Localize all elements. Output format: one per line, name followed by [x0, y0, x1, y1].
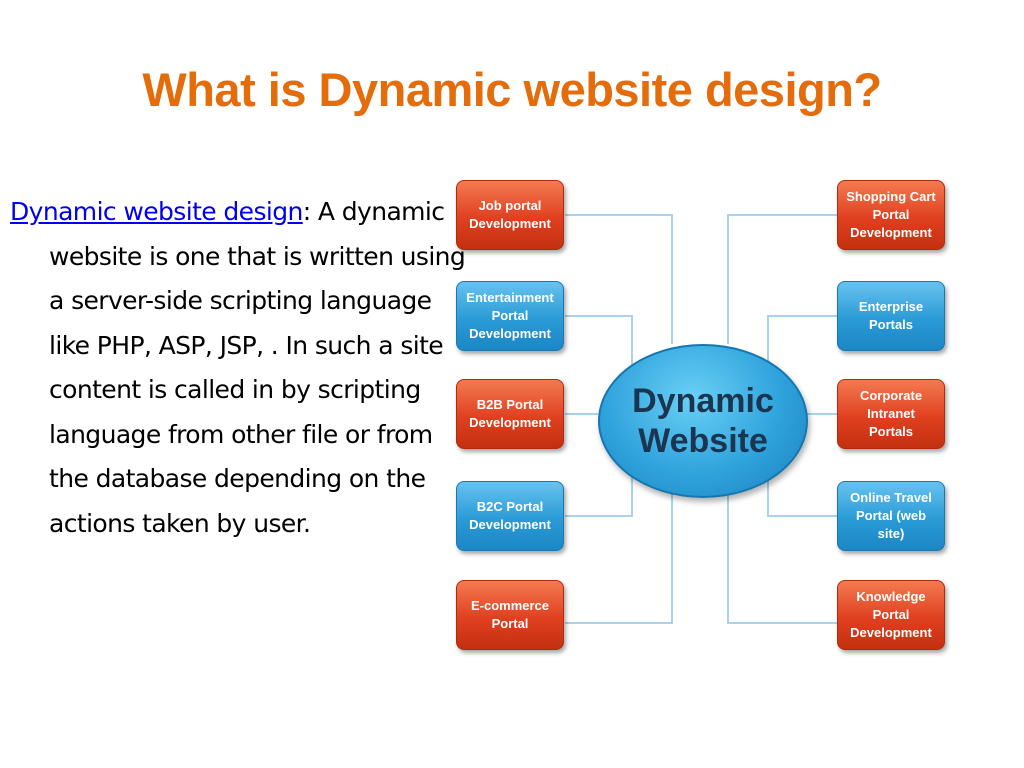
left-branch-4 — [565, 460, 633, 517]
node-enterprise-portals: Enterprise Portals — [837, 281, 945, 351]
dynamic-website-design-link[interactable]: Dynamic website design — [10, 197, 303, 226]
node-knowledge-portal: Knowledge Portal Development — [837, 580, 945, 650]
definition-text: : A dynamic website is one that is writt… — [49, 197, 466, 538]
left-branch-2 — [565, 315, 633, 378]
node-b2c-portal: B2C Portal Development — [456, 481, 564, 551]
node-ecommerce-portal: E-commerce Portal — [456, 580, 564, 650]
right-trunk-line-bottom — [727, 494, 837, 624]
definition-paragraph: Dynamic website design: A dynamic websit… — [10, 190, 479, 546]
node-online-travel-portal: Online Travel Portal (web site) — [837, 481, 945, 551]
hub-dynamic-website: Dynamic Website — [598, 344, 808, 498]
hub-label-line1: Dynamic — [632, 382, 774, 420]
node-b2b-portal: B2B Portal Development — [456, 379, 564, 449]
node-corporate-intranet: Corporate Intranet Portals — [837, 379, 945, 449]
right-trunk-line — [727, 214, 837, 344]
dynamic-website-diagram: Job portal Development Entertainment Por… — [440, 168, 970, 668]
node-job-portal: Job portal Development — [456, 180, 564, 250]
hub-label-line2: Website — [638, 422, 768, 460]
node-entertainment-portal: Entertainment Portal Development — [456, 281, 564, 351]
right-branch-2 — [767, 315, 837, 378]
slide-title: What is Dynamic website design? — [142, 63, 882, 116]
left-trunk-line — [565, 214, 673, 344]
node-shopping-cart-portal: Shopping Cart Portal Development — [837, 180, 945, 250]
left-trunk-line-bottom — [565, 494, 673, 624]
